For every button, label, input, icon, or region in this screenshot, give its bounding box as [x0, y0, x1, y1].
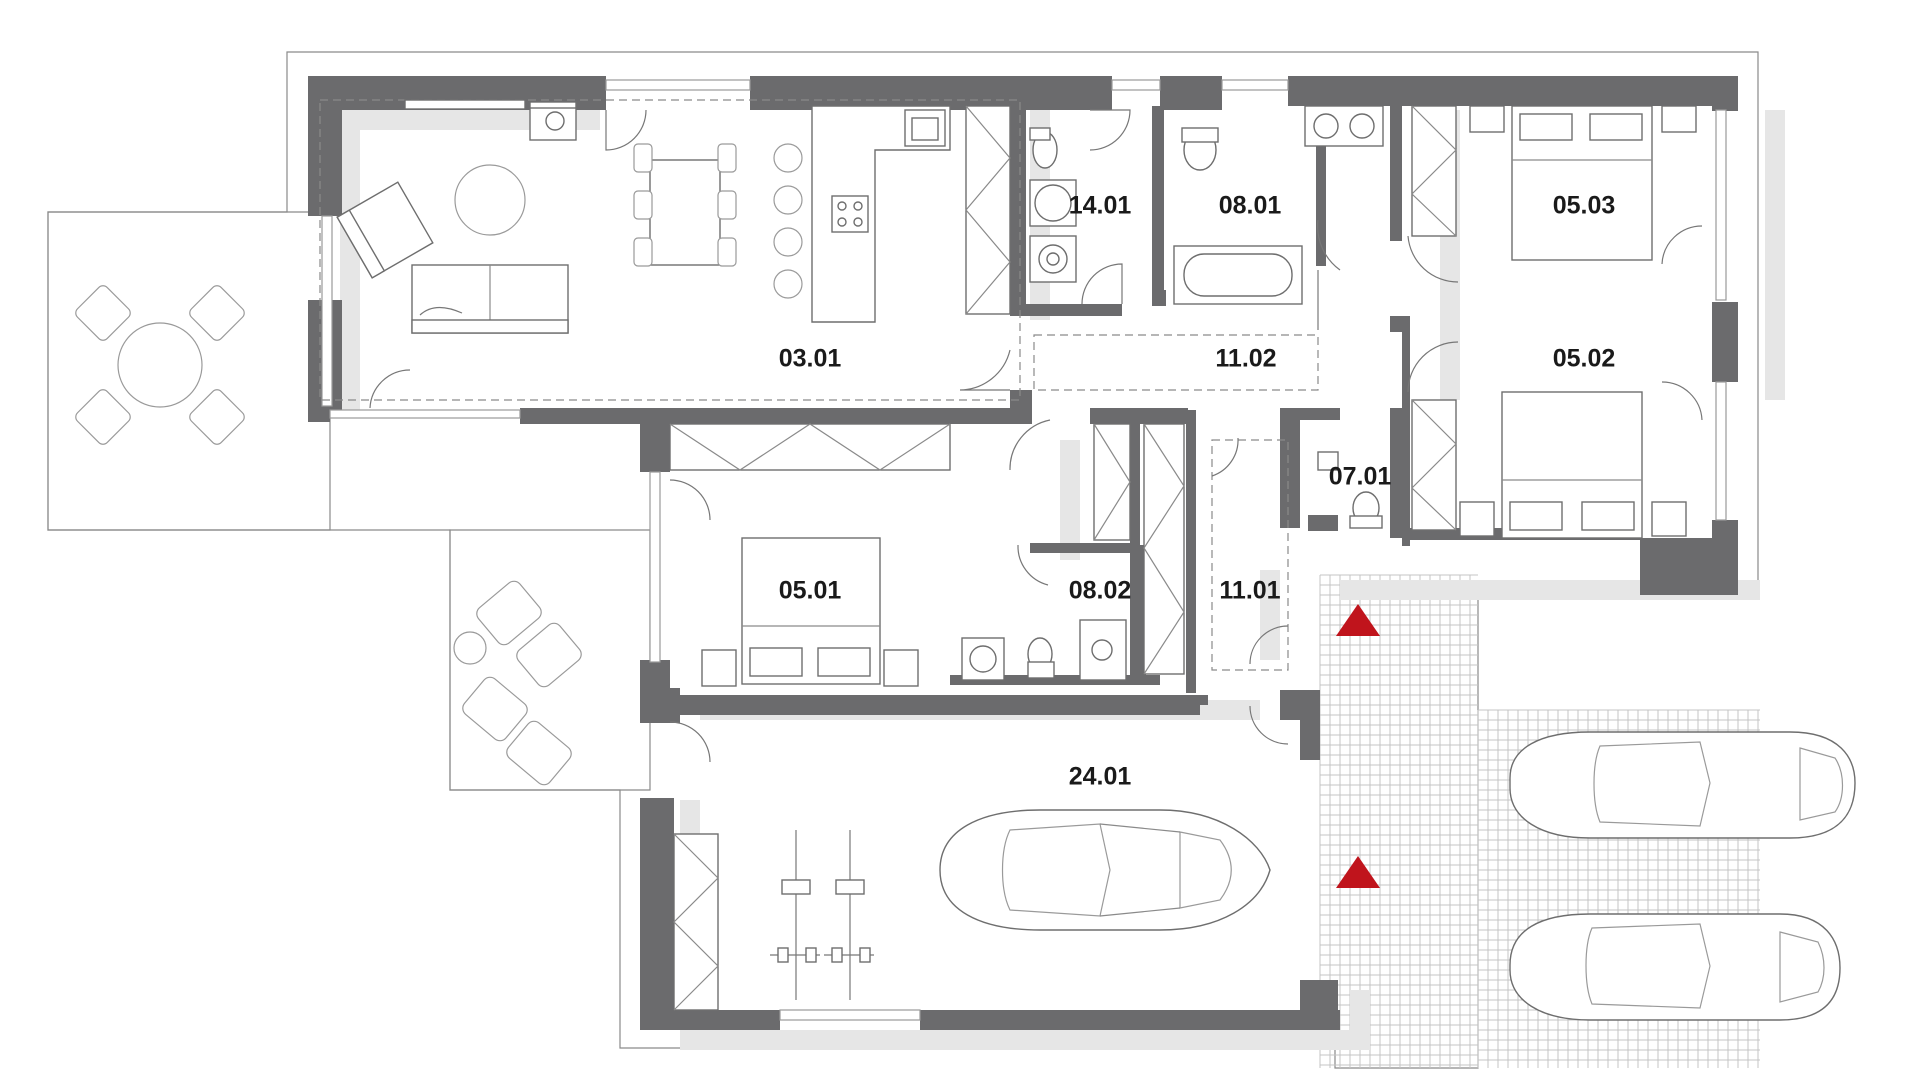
entrance-arrow-icon [1336, 856, 1380, 888]
bedroom-0502-furniture [1411, 391, 1687, 539]
wardrobe-icon [1093, 423, 1131, 541]
bedroom-0501-furniture [669, 423, 951, 687]
toilet-icon [1029, 127, 1058, 169]
kitchen-island-icon [811, 105, 951, 323]
dining-chair-icon [633, 143, 653, 173]
toilet-icon [1349, 491, 1383, 529]
dining-chair-icon [717, 143, 737, 173]
windows [321, 79, 1727, 1021]
dining-chair-icon [633, 237, 653, 267]
dining-chair-icon [633, 190, 653, 220]
sink-icon [904, 109, 946, 147]
bed-icon [1511, 105, 1653, 261]
living-room-furniture [336, 99, 1011, 334]
bathroom-0802-furniture [961, 423, 1185, 681]
wardrobe-icon [1411, 399, 1457, 531]
terrace-table [117, 322, 203, 408]
room-label-14-01: 14.01 [1069, 192, 1132, 220]
terrace-dining-set [75, 285, 245, 445]
garage-furniture [673, 830, 874, 1011]
bicycle-icon [770, 830, 820, 1000]
toilet-icon [1181, 127, 1219, 171]
room-label-03-01: 03.01 [779, 345, 842, 373]
site-outline [47, 51, 1759, 1069]
sofa-icon [411, 264, 569, 334]
terrace-left [47, 211, 331, 531]
room-labels: 03.01 14.01 08.01 05.03 11.02 05.02 07.0… [779, 192, 1616, 791]
bar-stool-icon [773, 143, 803, 173]
bed-icon [1501, 391, 1643, 539]
bar-stool-icon [773, 269, 803, 299]
room-label-07-01: 07.01 [1329, 463, 1392, 491]
room-label-05-02: 05.02 [1553, 345, 1616, 373]
stove-icon [529, 101, 577, 141]
room-label-05-01: 05.01 [779, 577, 842, 605]
utility-room-furniture [1029, 127, 1077, 283]
room-label-08-01: 08.01 [1219, 192, 1282, 220]
bedroom-0503-furniture [1411, 105, 1697, 261]
wardrobe-icon [669, 423, 951, 471]
bar-stool-icon [773, 227, 803, 257]
bicycle-icon [824, 830, 874, 1000]
wardrobe-icon [965, 105, 1011, 315]
dining-chairs [633, 143, 737, 267]
bed-icon [741, 537, 881, 685]
room-label-11-02: 11.02 [1215, 345, 1276, 373]
wc-0701-furniture [1317, 451, 1383, 529]
doors [369, 109, 1703, 763]
toilet-icon [1027, 637, 1055, 679]
dining-chair-icon [717, 190, 737, 220]
sink-icon [1304, 105, 1384, 147]
room-label-24-01: 24.01 [1069, 763, 1132, 791]
bathtub-icon [1173, 245, 1303, 305]
bathroom-furniture [1173, 105, 1384, 305]
car-icon [1509, 913, 1841, 1021]
room-label-08-02: 08.02 [1069, 577, 1132, 605]
wardrobe-icon [1411, 105, 1457, 237]
terrace-lounge-set [453, 580, 582, 786]
room-label-05-03: 05.03 [1553, 192, 1616, 220]
bar-stool-icon [773, 185, 803, 215]
dashed-zones [319, 99, 1319, 671]
wardrobe-icon [673, 833, 719, 1011]
terrace-lower [449, 529, 651, 791]
armchair-icon [336, 181, 434, 279]
dining-chair-icon [717, 237, 737, 267]
car-icon [1509, 731, 1856, 839]
bar-stools [773, 143, 803, 299]
dining-table-icon [649, 159, 721, 266]
car-icon [939, 809, 1271, 931]
room-label-11-01: 11.01 [1219, 577, 1280, 605]
sink-icon [961, 637, 1005, 681]
entrance-arrows [1336, 604, 1380, 888]
entrance-arrow-icon [1336, 604, 1380, 636]
round-table [454, 164, 526, 236]
